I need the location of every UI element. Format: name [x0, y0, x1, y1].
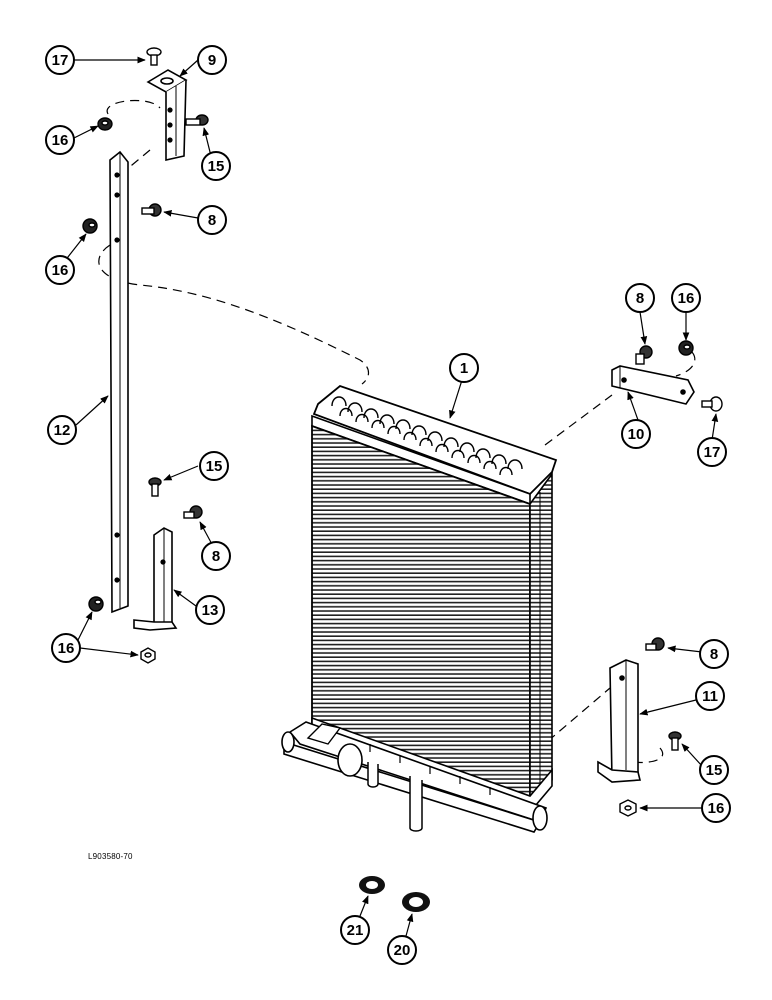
callout-label: 16: [58, 640, 75, 657]
callout-16-c: 16: [51, 633, 81, 663]
callout-8-b: 8: [201, 541, 231, 571]
screw-17-top: [146, 47, 162, 66]
callout-label: 17: [52, 52, 69, 69]
nut-16-f: [619, 799, 637, 817]
callout-21: 21: [340, 915, 370, 945]
condenser-core-part-1: [281, 384, 558, 833]
nut-16-e: [678, 340, 694, 356]
callout-16-e: 16: [701, 793, 731, 823]
callout-label: 12: [54, 422, 71, 439]
ring-part-20: [402, 892, 430, 912]
callout-17-top: 17: [45, 45, 75, 75]
tube-loops: [331, 396, 523, 476]
callout-label: 15: [208, 158, 225, 175]
bracket-part-10: [611, 365, 695, 405]
leader-arrows: [63, 56, 719, 937]
callout-16-a: 16: [45, 125, 75, 155]
callout-label: 15: [706, 762, 723, 779]
callout-20: 20: [387, 935, 417, 965]
screw-17-right: [701, 396, 723, 412]
callout-15-b: 15: [199, 451, 229, 481]
callout-17-right: 17: [697, 437, 727, 467]
bolt-15-b: [148, 477, 162, 497]
nut-16-c: [88, 596, 104, 612]
o-rings: [359, 876, 430, 912]
nut-16-d: [140, 647, 156, 664]
callout-label: 1: [460, 360, 468, 377]
callout-label: 8: [212, 548, 220, 565]
bolt-8-b: [183, 505, 203, 519]
callout-label: 16: [678, 290, 695, 307]
callout-9: 9: [197, 45, 227, 75]
bolt-8-a: [141, 203, 162, 217]
callout-8-a: 8: [197, 205, 227, 235]
nut-16-b: [82, 218, 98, 234]
callout-label: 10: [628, 426, 645, 443]
callout-15-a: 15: [201, 151, 231, 181]
callout-10: 10: [621, 419, 651, 449]
nut-16-a: [97, 117, 113, 131]
bolt-15-c: [668, 731, 682, 751]
callout-label: 20: [394, 942, 411, 959]
callout-15-c: 15: [699, 755, 729, 785]
figure-reference-code: L903580-70: [88, 852, 133, 861]
hardware: [82, 47, 723, 817]
strap-part-12: [109, 150, 129, 614]
callout-label: 16: [52, 262, 69, 279]
callout-label: 15: [206, 458, 223, 475]
callout-label: 9: [208, 52, 216, 69]
callout-label: 8: [636, 290, 644, 307]
callout-label: 8: [710, 646, 718, 663]
bracket-part-13: [133, 527, 178, 631]
callout-12: 12: [47, 415, 77, 445]
callout-label: 21: [347, 922, 364, 939]
callout-label: 16: [708, 800, 725, 817]
callout-11: 11: [695, 681, 725, 711]
callout-label: 16: [52, 132, 69, 149]
callout-1: 1: [449, 353, 479, 383]
callout-label: 13: [202, 602, 219, 619]
bracket-part-11: [597, 659, 642, 783]
ring-part-21: [359, 876, 385, 894]
callout-16-d: 16: [671, 283, 701, 313]
bolt-8-c: [635, 345, 653, 365]
callout-label: 17: [704, 444, 721, 461]
bracket-part-9: [146, 69, 188, 161]
callout-label: 11: [702, 688, 718, 705]
bolt-15-a: [185, 114, 209, 126]
callout-8-d: 8: [699, 639, 729, 669]
callout-8-c: 8: [625, 283, 655, 313]
callout-13: 13: [195, 595, 225, 625]
bolt-8-d: [645, 637, 665, 651]
callout-label: 8: [208, 212, 216, 229]
callout-16-b: 16: [45, 255, 75, 285]
